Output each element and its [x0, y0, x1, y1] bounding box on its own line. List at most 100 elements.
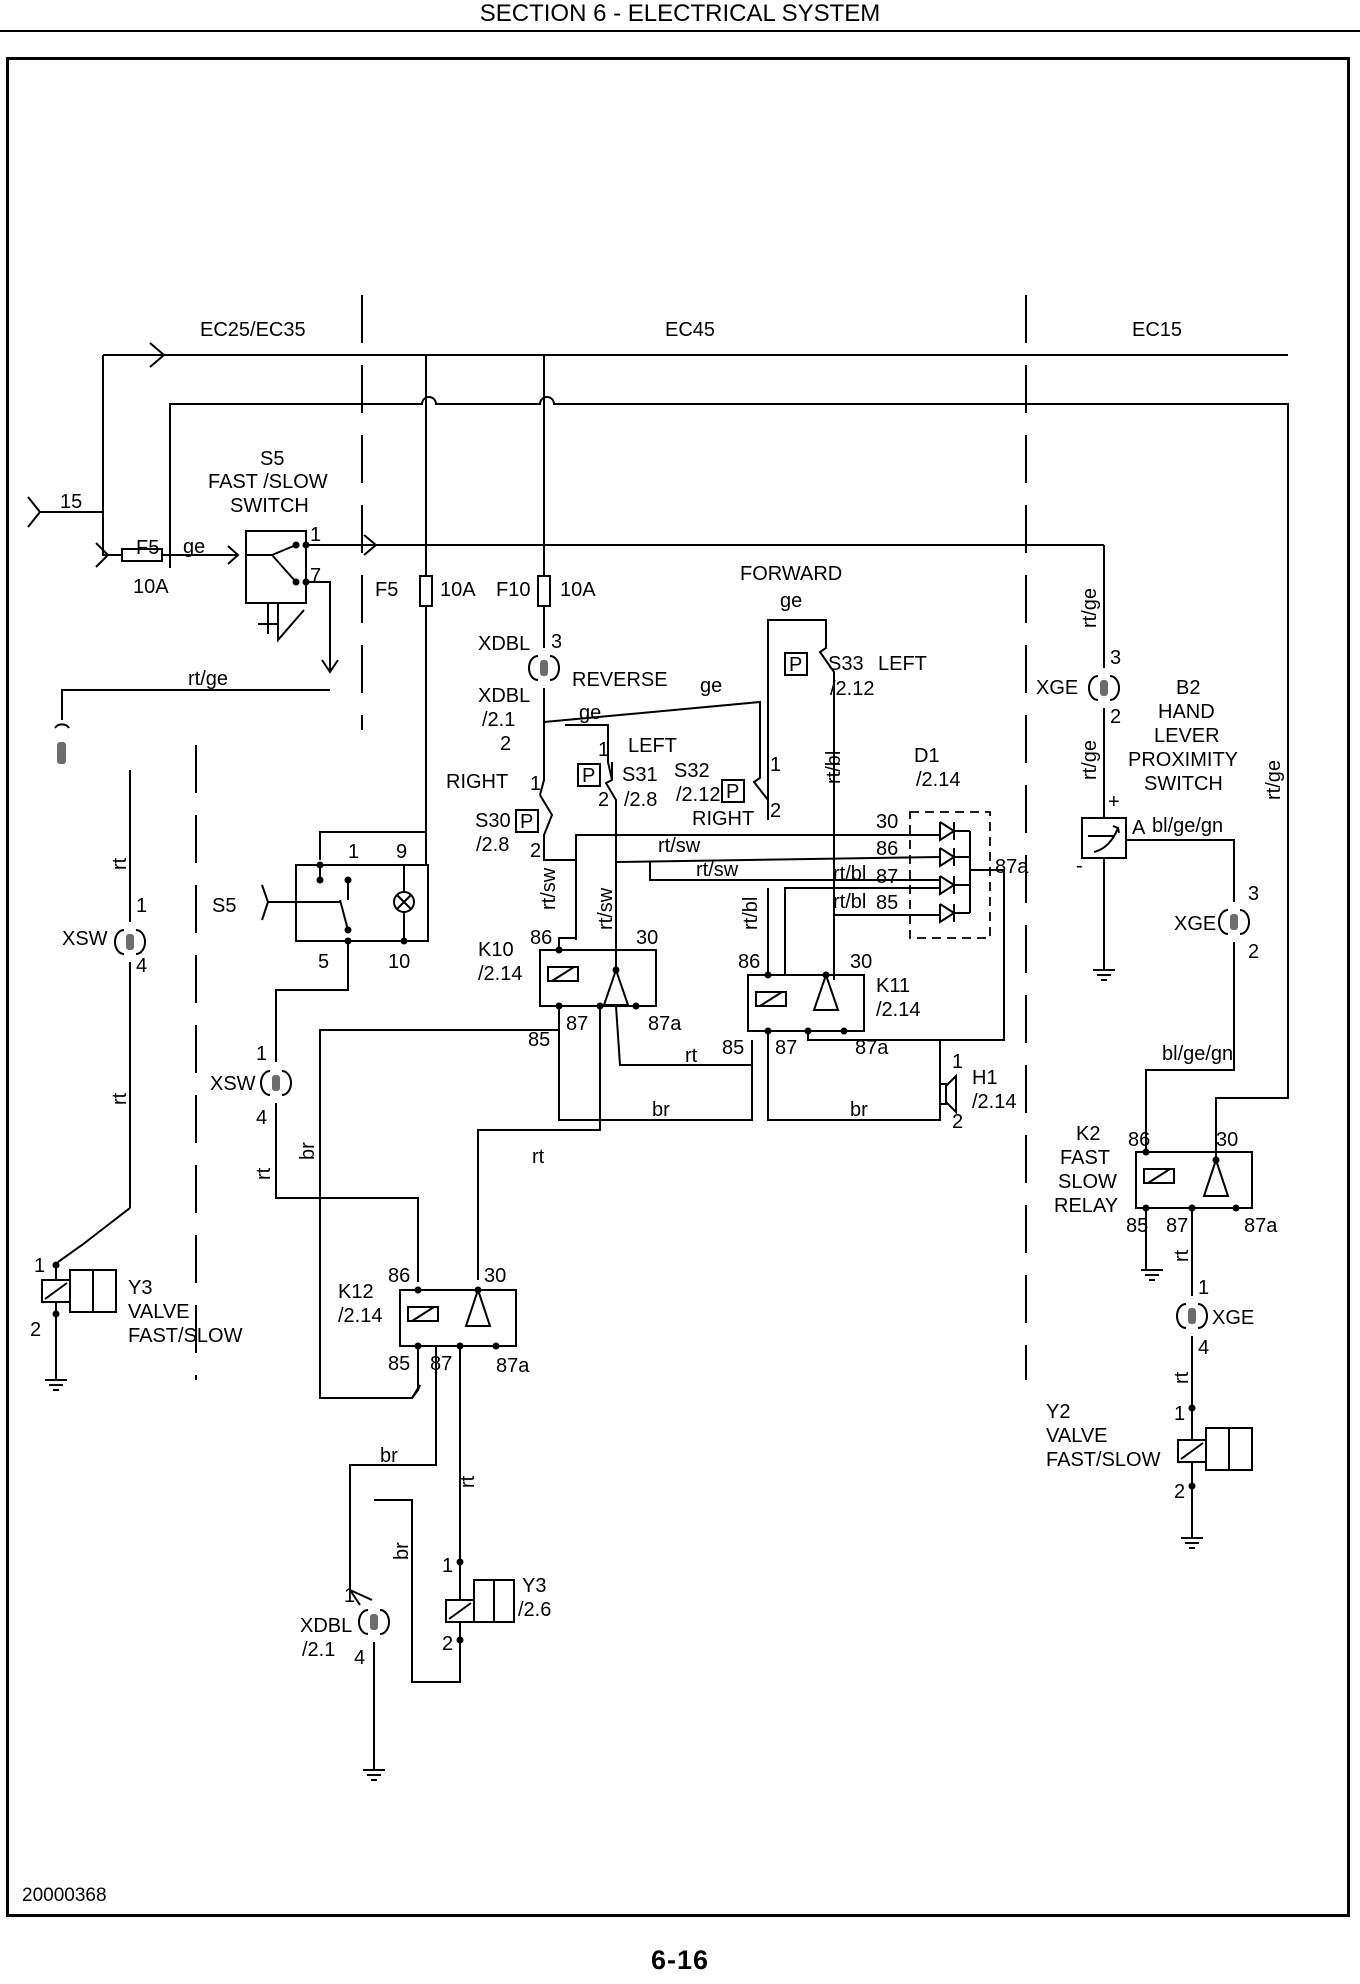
diagram-frame — [6, 57, 1350, 1917]
svg-text:86: 86 — [388, 1265, 410, 1287]
svg-text:3: 3 — [1248, 883, 1259, 905]
svg-text:SWITCH: SWITCH — [1144, 773, 1223, 795]
svg-text:/2.1: /2.1 — [302, 1639, 335, 1661]
svg-text:86: 86 — [1128, 1129, 1150, 1151]
svg-text:SWITCH: SWITCH — [230, 495, 309, 517]
terminal-15: 15 — [27, 491, 103, 528]
switch-s30-right: P RIGHT 1 S30 /2.8 2 — [446, 771, 577, 940]
connector-xdbl-lower: 1 XDBL /2.1 4 — [300, 1585, 390, 1781]
svg-text:87: 87 — [430, 1353, 452, 1375]
svg-text:2: 2 — [1248, 941, 1259, 963]
relay-k10: 86 30 85 87 87a K10 /2.14 rt rt br — [319, 927, 753, 1399]
svg-text:rt/bl: rt/bl — [740, 897, 762, 930]
svg-text:REVERSE: REVERSE — [572, 669, 668, 691]
svg-text:LEVER: LEVER — [1154, 725, 1220, 747]
svg-text:VALVE: VALVE — [1046, 1425, 1108, 1447]
svg-text:15: 15 — [60, 491, 82, 513]
svg-text:2: 2 — [1110, 706, 1121, 728]
svg-text:/2.6: /2.6 — [518, 1599, 551, 1621]
zone-label-left: EC25/EC35 — [200, 319, 306, 341]
svg-text:K2: K2 — [1076, 1123, 1100, 1145]
svg-text:HAND: HAND — [1158, 701, 1215, 723]
svg-text:FAST /SLOW: FAST /SLOW — [208, 471, 328, 493]
b2-hand-lever-sensor: rt/ge 3 XGE 2 rt/ge + - A B2 HAND LEVER … — [1036, 545, 1285, 981]
svg-text:S30: S30 — [475, 810, 511, 832]
svg-text:2: 2 — [530, 840, 541, 862]
svg-text:87: 87 — [1166, 1215, 1188, 1237]
zone-label-right: EC15 — [1132, 319, 1182, 341]
svg-text:10A: 10A — [440, 579, 476, 601]
svg-text:Y3: Y3 — [522, 1575, 546, 1597]
svg-text:10: 10 — [388, 951, 410, 973]
svg-text:85: 85 — [528, 1029, 550, 1051]
svg-text:F5: F5 — [136, 537, 159, 559]
svg-text:-: - — [1076, 855, 1083, 877]
svg-text:FAST/SLOW: FAST/SLOW — [128, 1325, 243, 1347]
horn-h1: 1 2 H1 /2.14 — [939, 1040, 1016, 1133]
svg-text:D1: D1 — [914, 745, 940, 767]
svg-text:rt/sw: rt/sw — [538, 867, 560, 910]
connector-xdbl-top: XDBL 3 XDBL /2.1 2 REVERSE — [478, 631, 668, 755]
svg-text:1: 1 — [310, 524, 321, 546]
svg-text:RIGHT: RIGHT — [692, 808, 754, 830]
svg-text:/2.14: /2.14 — [338, 1305, 382, 1327]
svg-text:RIGHT: RIGHT — [446, 771, 508, 793]
svg-text:85: 85 — [388, 1353, 410, 1375]
svg-text:2: 2 — [30, 1319, 41, 1341]
svg-text:rt: rt — [1171, 1371, 1193, 1384]
svg-text:XGE: XGE — [1036, 677, 1078, 699]
ge-bus-switches: ge ge — [539, 675, 761, 796]
svg-text:87: 87 — [775, 1037, 797, 1059]
svg-text:bl/ge/gn: bl/ge/gn — [1152, 815, 1223, 837]
svg-text:1: 1 — [1198, 1277, 1209, 1299]
s5-lamp-switch: S5 1 9 5 10 — [212, 831, 429, 1062]
svg-text:ge: ge — [183, 536, 205, 558]
svg-text:S31: S31 — [622, 764, 658, 786]
svg-text:rt: rt — [109, 1092, 131, 1105]
svg-text:2: 2 — [598, 789, 609, 811]
svg-text:87a: 87a — [496, 1355, 530, 1377]
svg-text:1: 1 — [344, 1585, 355, 1607]
connector-xge-middle: 3 XGE 2 bl/ge/gn — [1145, 883, 1259, 1150]
svg-text:rt/ge: rt/ge — [1079, 740, 1101, 780]
valve-y3-left-branch: rt 1 XSW 4 rt 1 2 Y3 VALVE FAST/SLOW — [30, 770, 243, 1391]
header-rule — [0, 30, 1360, 32]
svg-text:XSW: XSW — [210, 1073, 256, 1095]
svg-text:K10: K10 — [478, 939, 514, 961]
svg-text:br: br — [850, 1099, 868, 1121]
svg-text:rt/sw: rt/sw — [696, 859, 739, 881]
svg-text:7: 7 — [310, 565, 321, 587]
supply-lines — [95, 342, 1289, 1160]
svg-text:F5: F5 — [375, 579, 398, 601]
s5-fast-slow-switch: S5 FAST /SLOW SWITCH 1 7 — [208, 448, 1104, 674]
svg-text:rt: rt — [685, 1045, 698, 1067]
svg-text:rt/bl: rt/bl — [823, 751, 845, 784]
svg-text:87: 87 — [876, 866, 898, 888]
svg-text:87a: 87a — [1244, 1215, 1278, 1237]
svg-text:B2: B2 — [1176, 677, 1200, 699]
switch-s32-right: P S32 /2.12 RIGHT 1 2 — [674, 754, 781, 830]
valve-y3-ref: 1 2 Y3 /2.6 br — [374, 1499, 551, 1683]
svg-text:1: 1 — [530, 773, 541, 795]
svg-text:3: 3 — [1110, 647, 1121, 669]
svg-text:FAST: FAST — [1060, 1147, 1110, 1169]
svg-text:86: 86 — [530, 927, 552, 949]
svg-text:4: 4 — [1198, 1337, 1209, 1359]
svg-text:87a: 87a — [855, 1037, 889, 1059]
svg-text:85: 85 — [722, 1037, 744, 1059]
svg-text:rt/ge: rt/ge — [1079, 588, 1101, 628]
svg-text:XDBL: XDBL — [478, 685, 530, 707]
relay-k2: K2 FAST SLOW RELAY 86 30 85 87 87a rt — [1054, 1123, 1278, 1296]
svg-text:rt: rt — [457, 1475, 479, 1488]
valve-y2-branch: 1 XGE 4 rt 1 2 Y2 VALVE FAST/SLOW — [1046, 1277, 1254, 1549]
svg-text:1: 1 — [442, 1555, 453, 1577]
svg-text:K12: K12 — [338, 1281, 374, 1303]
svg-text:85: 85 — [1126, 1215, 1148, 1237]
svg-text:3: 3 — [551, 631, 562, 653]
svg-text:XGE: XGE — [1212, 1307, 1254, 1329]
svg-text:RELAY: RELAY — [1054, 1195, 1118, 1217]
svg-text:rt: rt — [109, 857, 131, 870]
svg-text:FORWARD: FORWARD — [740, 563, 842, 585]
svg-text:10A: 10A — [133, 576, 169, 598]
